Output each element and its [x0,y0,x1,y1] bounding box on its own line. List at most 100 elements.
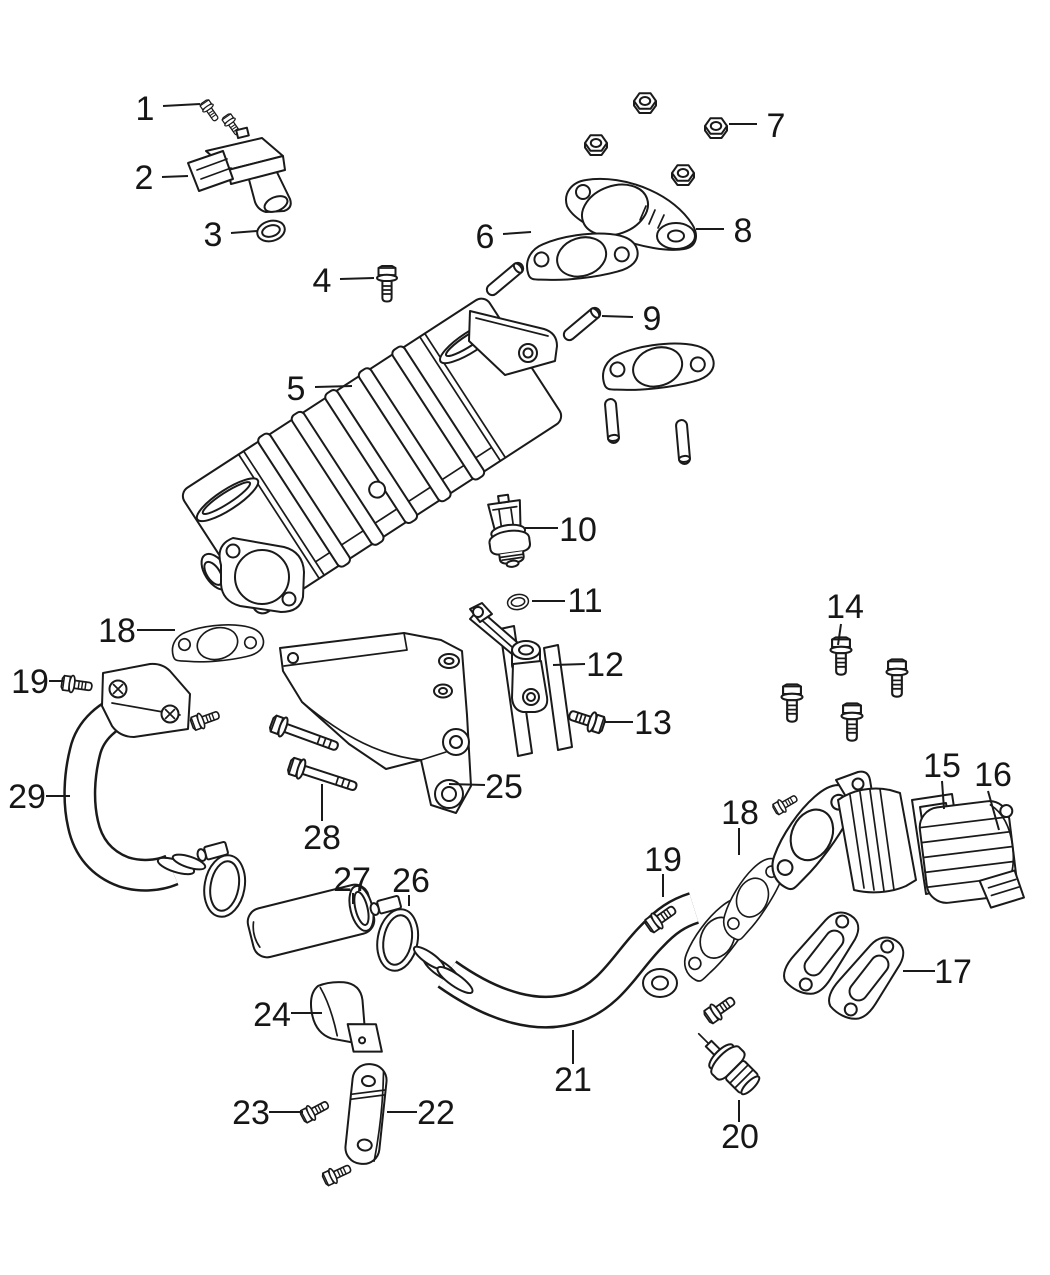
leader-line [987,790,1000,831]
part-number-label: 19 [644,841,682,879]
part-number-label: 24 [253,996,291,1034]
part-number-label: 3 [204,216,223,254]
part-22-support-strap [344,1063,388,1165]
part-number-label: 20 [721,1118,759,1156]
callout-20: 20 [721,1100,759,1156]
callout-6: 6 [476,218,532,256]
part-12-support-bracket [469,602,549,713]
part-9-stud-d [674,418,692,466]
part-number-label: 14 [826,588,864,626]
leader-line [161,175,189,178]
part-14-bolt-b [885,658,909,698]
part-number-label: 9 [643,300,662,338]
part-16-valve-actuator [918,800,1025,909]
callout-17: 17 [903,953,972,991]
egr-valve-assembly [762,770,1025,909]
part-24-heat-shield [309,981,383,1053]
callout-29: 29 [8,778,70,816]
part-20-temperature-sensor [697,1032,761,1096]
callout-18-right: 18 [721,794,759,855]
part-number-label: 19 [11,663,49,701]
callout-5: 5 [287,370,353,408]
flange-screw-icon [108,679,128,699]
valve-bolt [770,791,801,817]
part-number-label: 2 [135,159,154,197]
part-14-bolt-c [780,683,804,723]
part-number-label: 28 [303,819,341,857]
cooler-outlet-flange [218,537,305,613]
callout-22: 22 [387,1094,455,1132]
part-21-egr-tube [412,885,759,1029]
part-number-label: 17 [934,953,972,991]
callout-14: 14 [826,588,864,646]
leader-line [837,623,842,646]
callout-11: 11 [532,582,603,620]
part-8-outlet-elbow [565,177,697,251]
part-9-stud-a [483,259,527,299]
leader-line [314,385,353,388]
part-25-mounting-bracket [279,632,472,814]
part-27-connecting-hose [246,883,376,959]
callout-25: 25 [448,768,523,806]
leader-line [162,103,201,107]
part-number-label: 18 [721,794,759,832]
callout-21: 21 [554,1030,592,1099]
callout-2: 2 [135,159,189,197]
leader-line [601,315,634,318]
part-9-stud-c [603,397,621,445]
part-7-nut-b [704,117,728,139]
part-7-nut-a [633,92,657,114]
part-3-seal-ring [253,216,289,246]
leader-line [230,230,258,234]
part-13-bolt [565,704,608,737]
part-number-label: 12 [586,646,624,684]
hose-clamp [184,835,253,921]
callout-12: 12 [552,646,624,684]
callout-24: 24 [253,996,322,1034]
callout-13: 13 [604,704,672,742]
callout-7: 7 [729,107,785,145]
part-number-label: 5 [287,370,306,408]
cooler-mount-plate [468,310,558,376]
callout-28: 28 [303,784,341,857]
part-number-label: 26 [392,862,430,900]
part-number-label: 13 [634,704,672,742]
part-1-screw-a [198,97,223,125]
part-number-label: 11 [567,582,602,620]
leader-line [448,783,486,786]
strap-bolt [320,1160,355,1189]
part-number-label: 7 [767,107,786,145]
callout-23: 23 [232,1094,303,1132]
part-9-stud-b [560,304,604,344]
part-18-gasket-left [166,611,268,677]
callout-4: 4 [313,262,375,300]
part-7-nut-d [671,164,695,186]
part-29-coolant-hose [63,662,207,892]
part-number-label: 29 [8,778,46,816]
part-9-gasket [595,325,719,410]
callout-1: 1 [136,90,201,128]
flange-bolt [188,706,223,733]
callout-19-right: 19 [644,841,682,897]
part-10-threaded-sensor [487,493,531,568]
callout-8: 8 [696,212,752,250]
callout-19-left: 19 [11,663,64,701]
callout-3: 3 [204,216,258,254]
callout-26: 26 [392,862,430,906]
part-number-label: 23 [232,1094,270,1132]
leader-line [502,231,532,235]
leader-line [941,780,945,810]
part-number-label: 15 [923,747,961,785]
part-number-label: 25 [485,768,523,806]
part-number-label: 4 [313,262,332,300]
tube-bolt [701,991,740,1027]
callout-9: 9 [601,300,662,338]
flange-screw-icon [160,704,180,724]
part-14-bolt-a [829,636,853,676]
part-number-label: 10 [559,511,597,549]
part-number-label: 27 [333,861,371,899]
part-19-bolt-left [59,673,94,697]
part-number-label: 16 [974,756,1012,794]
